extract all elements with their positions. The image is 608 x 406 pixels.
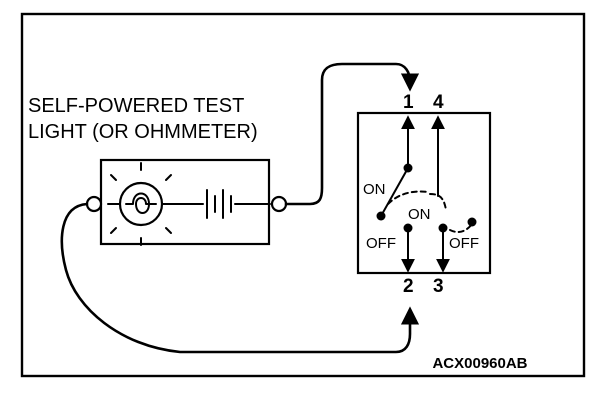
figure-code: ACX00960AB <box>432 355 527 372</box>
switch-housing <box>356 111 492 275</box>
tester-terminal-right <box>270 195 288 213</box>
terminal-4-label: 4 <box>433 92 444 113</box>
left-off-label: OFF <box>366 235 396 252</box>
right-on-label: ON <box>408 206 431 223</box>
terminal-1-label: 1 <box>403 92 414 113</box>
test-light <box>85 158 288 246</box>
tester-label-line2: LIGHT (OR OHMMETER) <box>28 121 258 143</box>
right-switch <box>429 115 477 273</box>
test-lead-lower <box>60 202 420 354</box>
right-off-label: OFF <box>449 235 479 252</box>
terminal-3-label: 3 <box>433 276 444 297</box>
battery-icon <box>206 189 232 219</box>
figure-frame <box>20 12 586 378</box>
tester-label-line1: SELF-POWERED TEST <box>28 95 244 117</box>
left-on-label: ON <box>363 181 386 198</box>
test-lead-upper <box>284 62 420 206</box>
terminal-2-label: 2 <box>403 276 414 297</box>
left-switch <box>376 115 429 273</box>
lamp-icon <box>110 162 172 246</box>
tester-terminal-left <box>85 195 103 213</box>
